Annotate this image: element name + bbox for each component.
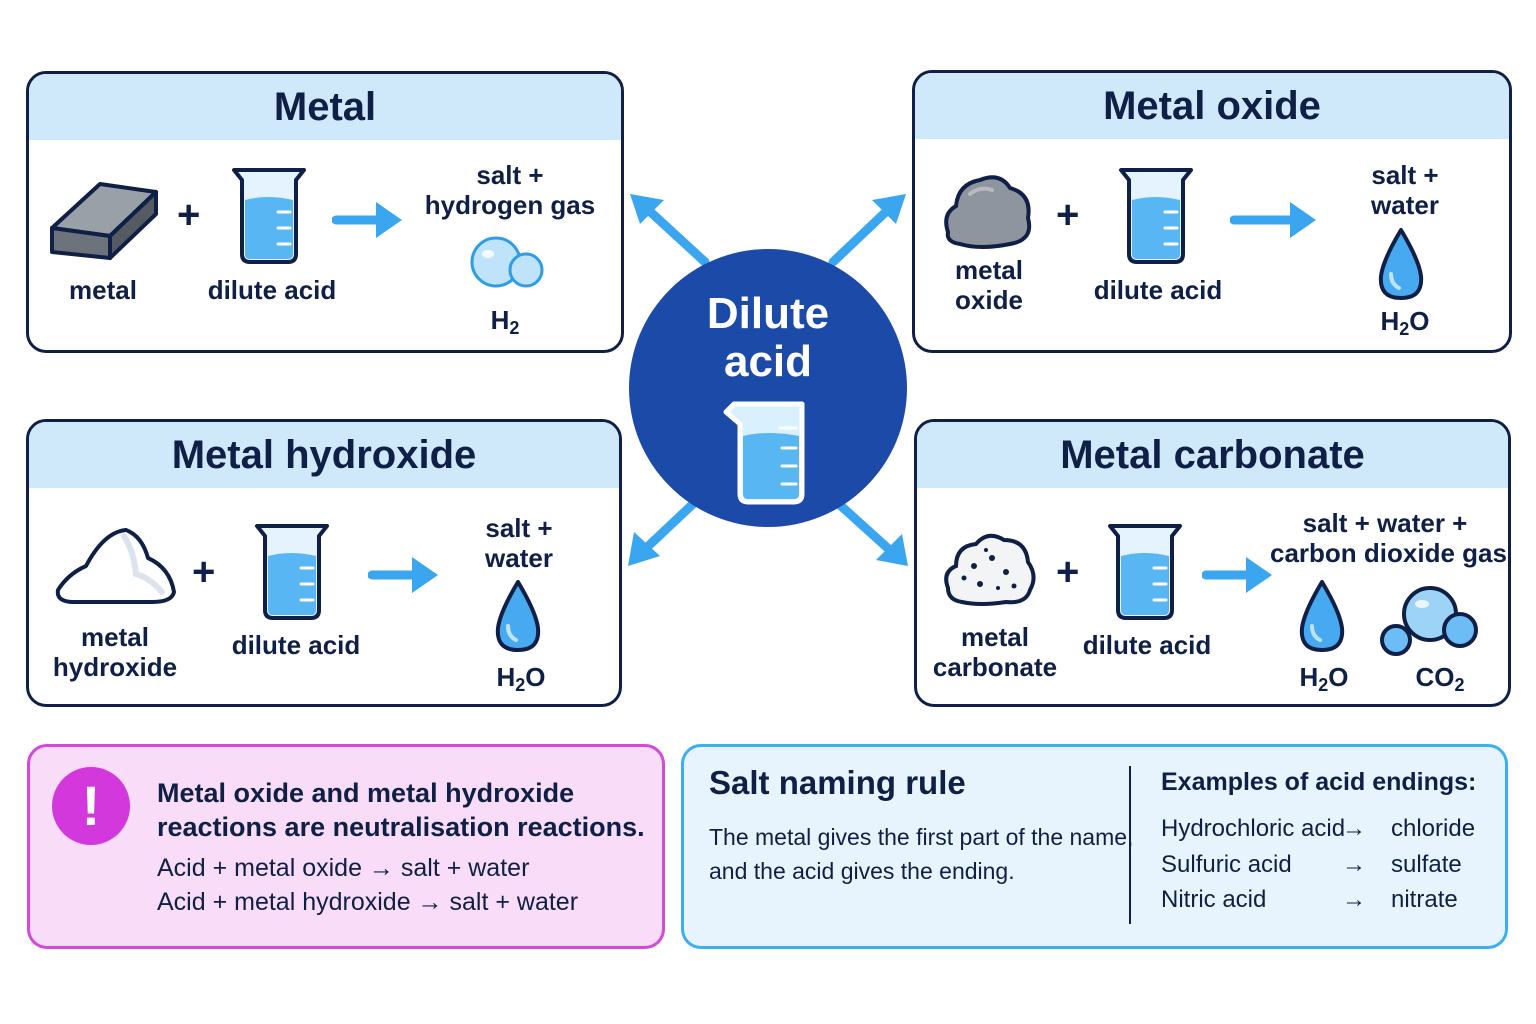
arrow-to-metal <box>639 201 710 267</box>
metal-hydroxide-product-label: salt + water <box>464 513 574 573</box>
metal-hydroxide-reactant-label: metal hydroxide <box>50 622 180 682</box>
arrow-to-metal-hydroxide <box>637 498 699 557</box>
right-arrow-icon <box>368 557 438 593</box>
plus-sign: + <box>177 193 201 237</box>
metal-oxide-reactant-line2: oxide <box>955 285 1023 315</box>
rule-text-line2: and the acid gives the ending. <box>709 858 1015 884</box>
right-arrow-icon <box>1230 202 1316 238</box>
plus-sign: + <box>1056 550 1080 594</box>
plus-sign: + <box>192 550 216 594</box>
panel-title-metal-carbonate: Metal carbonate <box>917 422 1508 488</box>
note-equation-2: Acid + metal hydroxide → salt + water <box>157 888 579 916</box>
rule-title: Salt naming rule <box>709 764 966 801</box>
arrowhead-metal-carbonate <box>876 534 908 566</box>
example-arrow: → <box>1342 815 1366 842</box>
plus-sign: + <box>1056 193 1080 237</box>
metal-product-label: salt + hydrogen gas <box>420 160 600 220</box>
metal-carbonate-reactant-line1: metal <box>961 622 1029 652</box>
rule-text: The metal gives the first part of the na… <box>709 820 1133 888</box>
metal-formula: H2 <box>490 305 520 338</box>
panel-metal-hydroxide: Metal hydroxide <box>26 419 622 707</box>
example-acid: Nitric acid <box>1161 886 1267 913</box>
metal-hydroxide-acid-label: dilute acid <box>231 630 361 660</box>
water-drop-icon <box>1378 228 1424 300</box>
example-acid: Hydrochloric acid <box>1161 815 1346 842</box>
panel-title-metal-oxide: Metal oxide <box>915 73 1509 139</box>
exclamation-icon: ! <box>52 767 130 845</box>
metal-carbonate-product-line2: carbon dioxide gas <box>1270 538 1507 568</box>
metal-oxide-reactant-label: metal oxide <box>940 255 1038 315</box>
note-title-line2: reactions are neutralisation reactions. <box>157 812 645 842</box>
rock-icon <box>944 175 1032 249</box>
metal-reactant-label: metal <box>69 275 137 305</box>
metal-hydroxide-product-line1: salt + <box>485 513 553 543</box>
beaker-icon <box>1108 524 1182 620</box>
arrow-to-metal-carbonate <box>835 500 897 557</box>
gas-bubbles-icon <box>470 236 544 288</box>
water-drop-icon <box>495 580 541 652</box>
center-title-line1: Dilute <box>706 289 830 338</box>
metal-acid-label: dilute acid <box>207 275 337 305</box>
metal-oxide-product-label: salt + water <box>1350 160 1460 220</box>
metal-product-line2: hydrogen gas <box>424 190 596 220</box>
speckled-rock-icon <box>944 533 1036 606</box>
example-acid: Sulfuric acid <box>1161 851 1292 878</box>
metal-carbonate-reactant-line2: carbonate <box>932 652 1058 682</box>
arrowhead-metal <box>630 194 664 224</box>
example-ending: sulfate <box>1391 851 1462 878</box>
note-equation-1: Acid + metal oxide → salt + water <box>157 854 530 882</box>
co2-bubbles-icon <box>1380 586 1478 656</box>
powder-pile-icon <box>55 528 176 604</box>
metal-carbonate-acid-label: dilute acid <box>1082 630 1212 660</box>
center-title: Dilute acid <box>629 290 907 386</box>
example-ending: chloride <box>1391 815 1476 842</box>
metal-hydroxide-formula: H2O <box>496 662 546 695</box>
right-arrow-icon <box>332 202 402 238</box>
metal-oxide-formula: H2O <box>1380 306 1430 339</box>
metal-carbonate-reactant-label: metal carbonate <box>930 622 1060 682</box>
beaker-icon <box>1119 168 1193 264</box>
arrowhead-metal-oxide <box>872 194 906 224</box>
metal-carbonate-formula-co2: CO2 <box>1415 662 1465 695</box>
examples-title: Examples of acid endings: <box>1161 768 1477 796</box>
note-title: Metal oxide and metal hydroxide reaction… <box>157 776 645 844</box>
right-arrow-icon <box>1202 557 1272 593</box>
panel-title-metal-hydroxide: Metal hydroxide <box>29 422 619 488</box>
metal-oxide-product-line2: water <box>1371 190 1439 220</box>
metal-carbonate-product-label: salt + water + carbon dioxide gas <box>1270 508 1507 568</box>
metal-hydroxide-reactant-line2: hydroxide <box>52 652 178 682</box>
neutralisation-note <box>27 744 665 949</box>
metal-oxide-product-line1: salt + <box>1371 160 1439 190</box>
rule-divider <box>1129 766 1131 924</box>
center-title-line2: acid <box>723 337 813 386</box>
beaker-icon <box>723 401 805 505</box>
beaker-icon <box>232 168 306 264</box>
metal-carbonate-product-line1: salt + water + <box>1302 508 1468 538</box>
metal-oxide-acid-label: dilute acid <box>1093 275 1223 305</box>
panel-title-metal: Metal <box>29 74 621 140</box>
example-ending: nitrate <box>1391 886 1458 913</box>
example-arrow: → <box>1342 886 1366 913</box>
beaker-icon <box>255 524 329 620</box>
metal-block-icon <box>50 182 158 260</box>
note-title-line1: Metal oxide and metal hydroxide <box>157 778 575 808</box>
rule-text-line1: The metal gives the first part of the na… <box>709 824 1134 850</box>
arrow-to-metal-oxide <box>828 201 897 267</box>
metal-oxide-reactant-line1: metal <box>955 255 1023 285</box>
water-drop-icon <box>1299 580 1345 652</box>
arrowhead-metal-hydroxide <box>628 532 660 566</box>
metal-hydroxide-product-line2: water <box>485 543 553 573</box>
example-arrow: → <box>1342 851 1366 878</box>
salt-naming-rule <box>681 744 1508 949</box>
metal-hydroxide-reactant-line1: metal <box>81 622 149 652</box>
metal-carbonate-formula-water: H2O <box>1299 662 1349 695</box>
metal-product-line1: salt + <box>476 160 544 190</box>
